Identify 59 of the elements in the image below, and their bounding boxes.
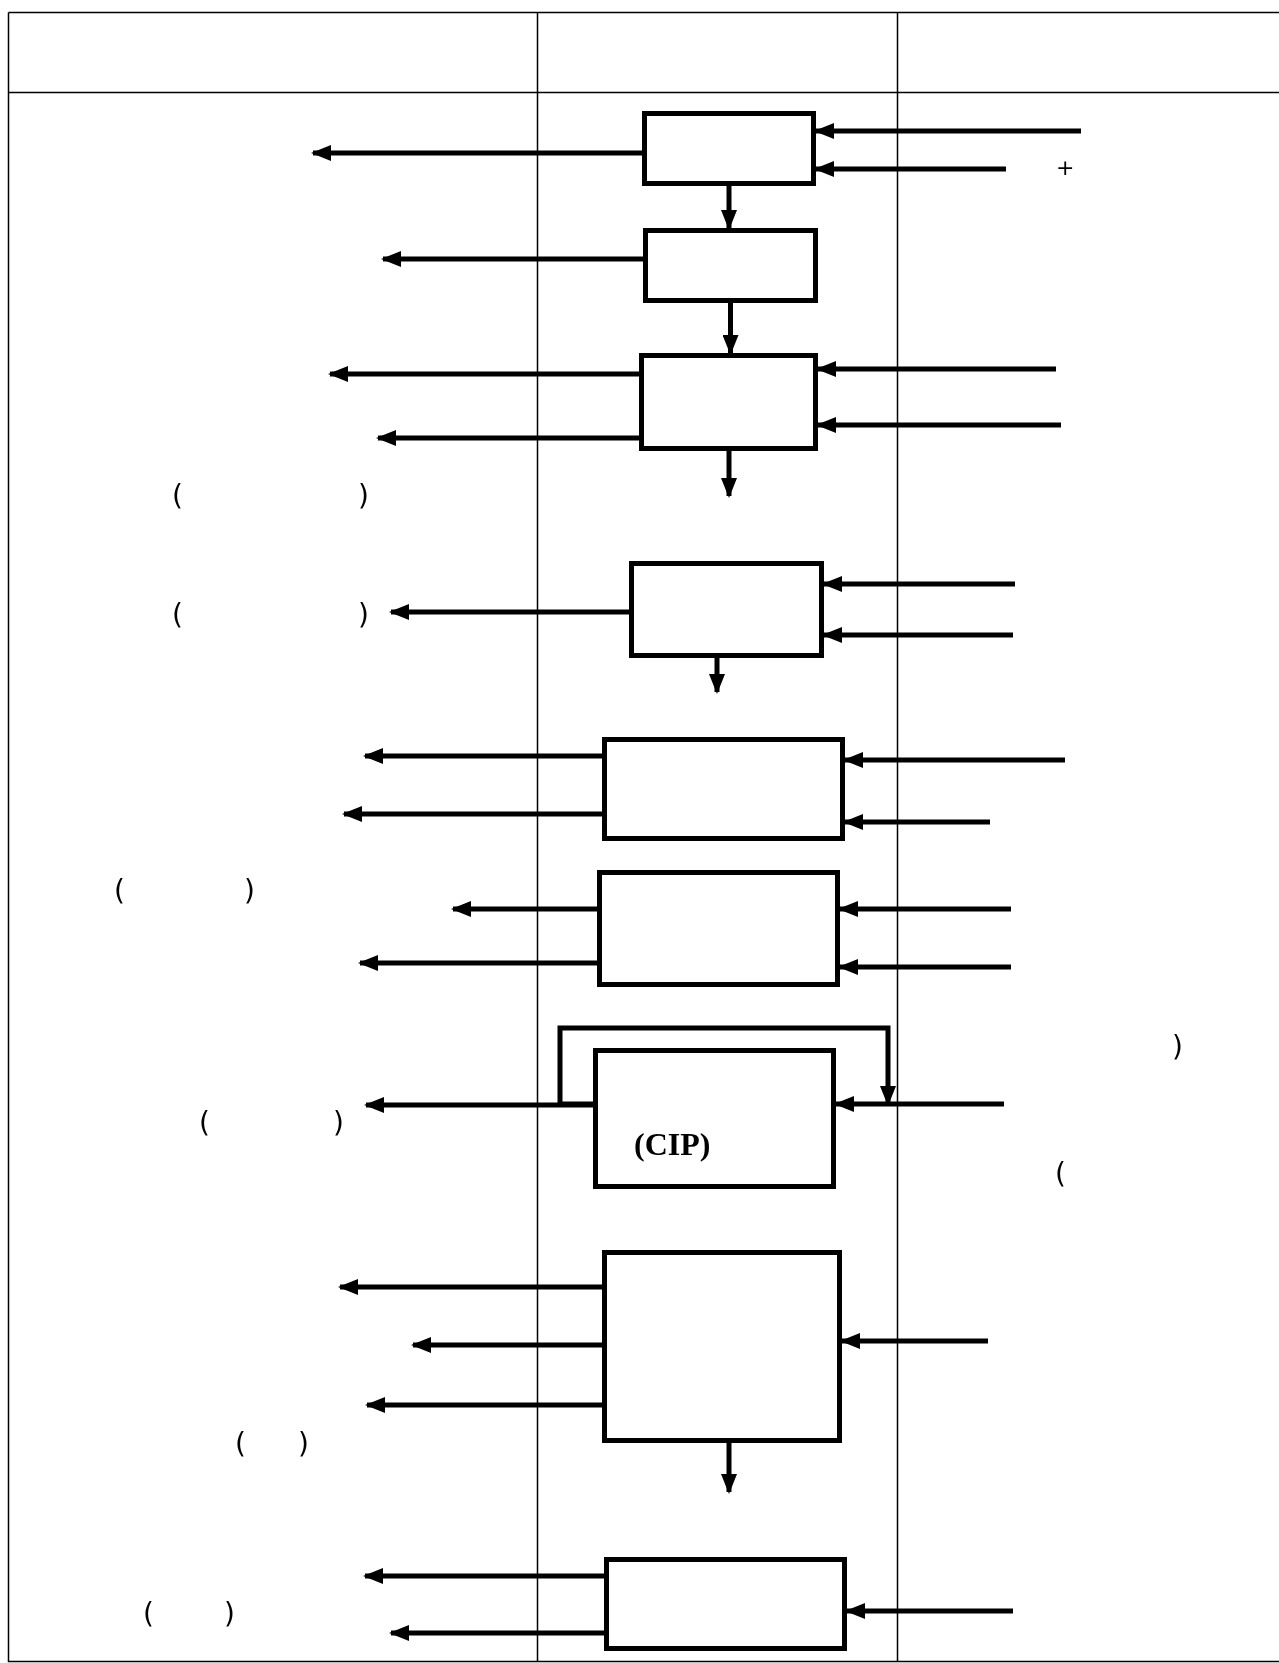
arrow (342, 806, 602, 822)
arrow (814, 161, 1006, 177)
bracket-text: ) (358, 482, 369, 510)
arrow (816, 361, 1056, 377)
arrow (816, 417, 1061, 433)
arrow (557, 1025, 896, 1107)
bracket-text: ( (172, 482, 183, 510)
arrow (814, 123, 1081, 139)
arrow (376, 430, 639, 446)
arrow (365, 1397, 602, 1413)
arrow (311, 145, 642, 161)
arrow (364, 1097, 593, 1113)
bracket-text: ) (244, 877, 255, 905)
process-box (602, 1250, 842, 1443)
arrow (358, 955, 597, 971)
arrow (363, 748, 602, 764)
arrow (451, 901, 597, 917)
arrow (721, 451, 737, 498)
bracket-text: ( (199, 1109, 210, 1137)
process-box (643, 228, 818, 303)
process-box (602, 737, 845, 841)
arrow (838, 901, 1011, 917)
arrow (845, 1603, 1013, 1619)
arrow (822, 627, 1013, 643)
arrow (840, 1333, 988, 1349)
arrow (381, 251, 643, 267)
plus-sign: + (1056, 157, 1075, 179)
process-box (604, 1557, 847, 1651)
arrow (722, 303, 739, 355)
arrow (721, 1443, 737, 1494)
bracket-text: ) (358, 601, 372, 631)
process-box (629, 561, 824, 658)
process-box (642, 111, 816, 186)
bracket-text: ( (143, 1600, 154, 1628)
arrow (338, 1279, 602, 1295)
arrow (411, 1337, 602, 1353)
arrow (363, 1568, 604, 1584)
arrow (389, 604, 629, 620)
process-box (639, 353, 818, 451)
step-label: (CIP) (634, 1126, 711, 1162)
bracket-text: ( (172, 601, 183, 629)
bracket-text: ( (235, 1430, 246, 1458)
process-box (593, 1048, 836, 1189)
arrow (843, 814, 990, 830)
bracket-text: ( (114, 877, 125, 905)
arrow (389, 1625, 604, 1641)
bracket-text: ) (298, 1430, 309, 1458)
bracket-text: ) (1172, 1033, 1183, 1061)
bracket-text: ( (1055, 1160, 1066, 1188)
arrow (838, 959, 1011, 975)
arrow (328, 366, 639, 382)
arrow (709, 658, 725, 694)
arrow (822, 576, 1015, 592)
arrow (834, 1096, 1004, 1112)
bracket-text: ) (333, 1109, 347, 1139)
arrow (721, 186, 737, 230)
bracket-text: ) (224, 1600, 235, 1628)
arrow (843, 752, 1065, 768)
process-box (597, 870, 840, 987)
